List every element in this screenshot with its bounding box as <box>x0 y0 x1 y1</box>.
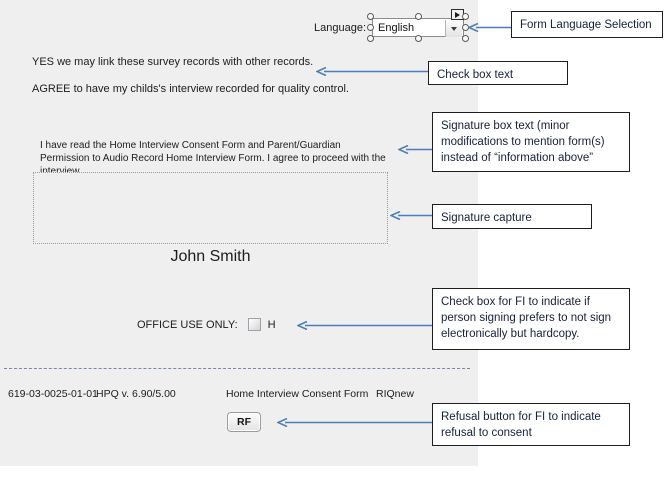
office-use-label: OFFICE USE ONLY: <box>137 318 238 331</box>
footer-divider <box>4 368 470 369</box>
hardcopy-checkbox[interactable] <box>247 318 261 331</box>
annotation-arrow-refusal <box>277 418 432 427</box>
language-label: Language: <box>314 21 366 34</box>
signature-capture-area[interactable] <box>33 172 388 244</box>
hardcopy-checkbox-letter: H <box>267 318 276 331</box>
footer-form-id: 619-03-0025-01-01 <box>8 388 98 400</box>
consent-statement-link-records: YES we may link these survey records wit… <box>32 56 314 68</box>
signer-name: John Smith <box>170 248 251 265</box>
language-selected-value: English <box>378 21 415 34</box>
footer-version: HPQ v. 6.90/5.00 <box>96 388 176 400</box>
consent-form-panel: Language: English YES we may link these … <box>0 0 478 466</box>
footer-form-name: Home Interview Consent Form <box>226 388 369 400</box>
annotation-arrow-signature-capture <box>390 211 436 220</box>
resize-handle-bottom-middle[interactable] <box>415 35 422 42</box>
annotation-checkbox-text: Check box text <box>428 61 568 85</box>
footer-tag: RIQnew <box>376 388 414 400</box>
resize-handle-top-right[interactable] <box>462 13 469 20</box>
resize-handle-top-middle[interactable] <box>415 13 422 20</box>
signature-consent-text: I have read the Home Interview Consent F… <box>40 140 386 177</box>
annotation-refusal: Refusal button for FI to indicate refusa… <box>432 403 630 446</box>
annotation-language: Form Language Selection <box>511 11 663 38</box>
resize-handle-bottom-right[interactable] <box>462 35 469 42</box>
resize-handle-middle-left[interactable] <box>367 24 374 31</box>
annotation-arrow-checkbox-text <box>316 67 429 76</box>
office-use-row: OFFICE USE ONLY: H <box>137 318 276 331</box>
annotation-office-checkbox: Check box for FI to indicate if person s… <box>432 288 630 350</box>
language-selection-row: Language: English <box>314 9 469 42</box>
language-combobox[interactable]: English <box>372 18 464 37</box>
resize-handle-top-left[interactable] <box>367 13 374 20</box>
annotation-arrow-office-checkbox <box>297 321 432 330</box>
resize-handle-bottom-left[interactable] <box>367 35 374 42</box>
annotation-signature-text: Signature box text (minor modifications … <box>432 112 630 172</box>
consent-statement-audio-record: AGREE to have my childs's interview reco… <box>32 83 349 95</box>
language-combobox-wrapper[interactable]: English <box>367 9 469 42</box>
chevron-down-icon[interactable] <box>445 20 462 37</box>
refusal-button[interactable]: RF <box>227 412 261 432</box>
annotation-arrow-signature-text <box>398 145 434 154</box>
annotation-signature-capture: Signature capture <box>432 204 592 229</box>
annotation-arrow-language <box>468 23 512 32</box>
